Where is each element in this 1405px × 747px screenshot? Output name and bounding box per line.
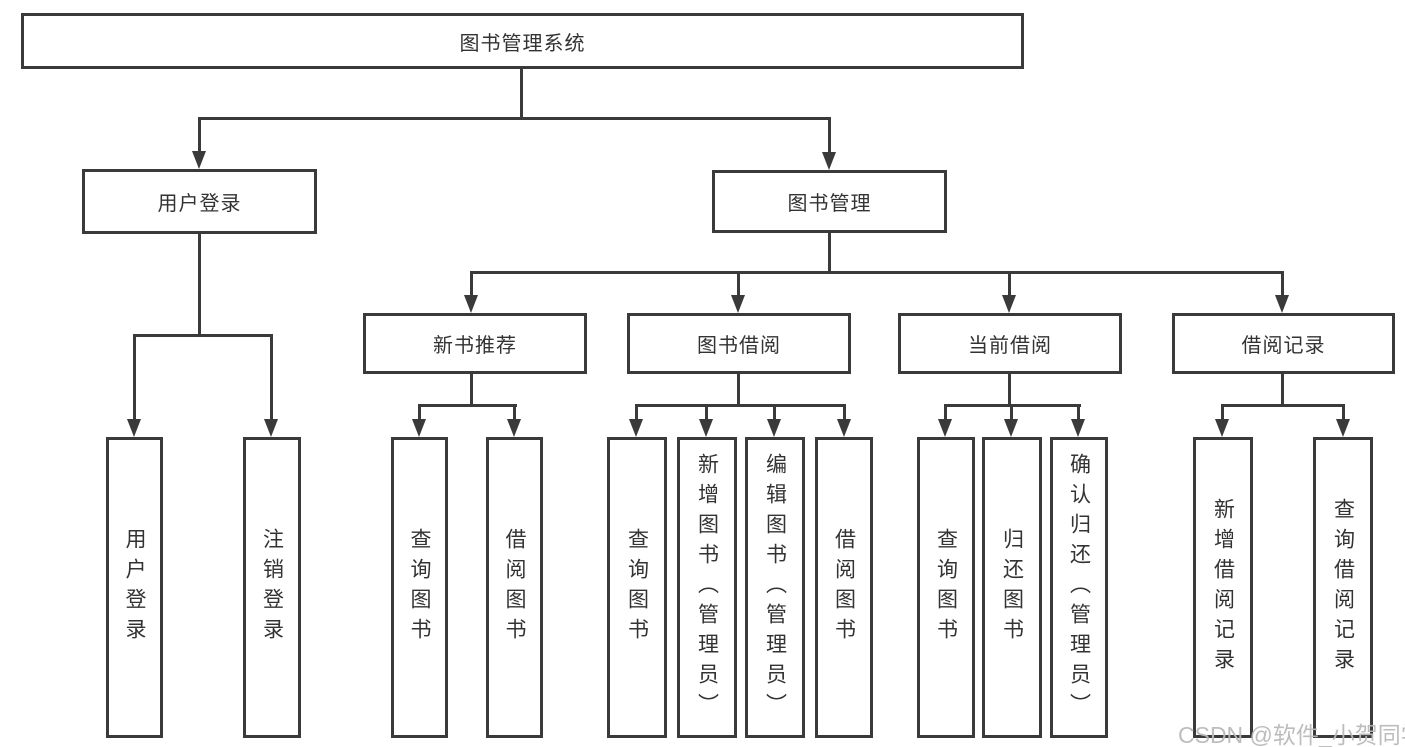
node-label: 注销登录 — [260, 527, 284, 648]
leaf-edit-books-admin: 编辑图书（管理员） — [745, 437, 805, 738]
arrow-down-icon — [1071, 419, 1085, 437]
arrow-down-icon — [1215, 419, 1229, 437]
connector-line — [773, 404, 776, 419]
arrow-down-icon — [629, 419, 643, 437]
connector-line — [198, 117, 831, 120]
connector-line — [635, 404, 846, 407]
connector-line — [1281, 374, 1284, 407]
node-new-book-recommendation: 新书推荐 — [363, 313, 587, 374]
arrow-down-icon — [822, 152, 836, 170]
leaf-add-books-admin: 新增图书（管理员） — [677, 437, 737, 738]
leaf-borrow-books-recommend: 借阅图书 — [486, 437, 543, 738]
connector-line — [1008, 271, 1011, 295]
connector-line — [470, 271, 473, 295]
node-current-borrowing: 当前借阅 — [898, 313, 1122, 374]
connector-line — [737, 374, 740, 407]
node-label: 借阅图书 — [832, 527, 856, 648]
connector-line — [1008, 374, 1011, 407]
leaf-logout: 注销登录 — [243, 437, 301, 738]
node-label: 查询借阅记录 — [1331, 497, 1355, 678]
node-label: 查询图书 — [934, 527, 958, 648]
node-label: 用户登录 — [123, 527, 146, 648]
connector-line — [198, 234, 201, 335]
connector-line — [843, 404, 846, 419]
node-label: 用户登录 — [157, 193, 242, 215]
node-label: 新书推荐 — [433, 335, 517, 357]
connector-line — [705, 404, 708, 419]
node-label: 借阅记录 — [1241, 335, 1326, 357]
connector-line — [828, 117, 831, 152]
node-label: 编辑图书（管理员） — [763, 452, 787, 723]
leaf-query-books-current: 查询图书 — [917, 437, 975, 738]
connector-line — [198, 117, 201, 151]
csdn-watermark: CSDN @软件_小贺同学 — [1178, 722, 1405, 747]
leaf-add-borrow-record: 新增借阅记录 — [1193, 437, 1253, 738]
connector-line — [635, 404, 638, 419]
arrow-down-icon — [1002, 295, 1016, 313]
node-label: 借阅图书 — [503, 527, 526, 648]
connector-line — [133, 334, 273, 337]
arrow-down-icon — [938, 419, 952, 437]
node-label: 图书借阅 — [697, 335, 781, 357]
connector-line — [1281, 271, 1284, 295]
node-label: 图书管理 — [787, 193, 872, 215]
connector-line — [133, 334, 136, 419]
connector-line — [1077, 404, 1080, 419]
node-book-management: 图书管理 — [712, 170, 947, 233]
arrow-down-icon — [1004, 419, 1018, 437]
leaf-query-books-recommend: 查询图书 — [391, 437, 448, 738]
arrow-down-icon — [767, 419, 781, 437]
connector-line — [828, 233, 831, 274]
node-label: 查询图书 — [625, 527, 649, 648]
arrow-down-icon — [731, 295, 745, 313]
leaf-user-login: 用户登录 — [106, 437, 163, 738]
node-label: 新增图书（管理员） — [695, 452, 719, 723]
connector-line — [520, 69, 523, 118]
arrow-down-icon — [192, 151, 206, 169]
connector-line — [418, 404, 421, 419]
arrow-down-icon — [699, 419, 713, 437]
node-label: 当前借阅 — [968, 335, 1052, 357]
leaf-confirm-return-admin: 确认归还（管理员） — [1050, 437, 1108, 738]
node-label: 确认归还（管理员） — [1067, 452, 1091, 723]
leaf-borrow-books: 借阅图书 — [815, 437, 873, 738]
connector-line — [270, 334, 273, 419]
node-borrowing-records: 借阅记录 — [1172, 313, 1395, 374]
arrow-down-icon — [837, 419, 851, 437]
connector-line — [470, 374, 473, 407]
node-label: 新增借阅记录 — [1211, 497, 1235, 678]
leaf-query-books-borrowing: 查询图书 — [607, 437, 667, 738]
node-book-borrowing: 图书借阅 — [627, 313, 851, 374]
connector-line — [1342, 404, 1345, 419]
connector-line — [1221, 404, 1345, 407]
arrow-down-icon — [1275, 295, 1289, 313]
connector-line — [470, 271, 1284, 274]
leaf-query-borrow-record: 查询借阅记录 — [1313, 437, 1373, 738]
connector-line — [737, 271, 740, 295]
node-label: 图书管理系统 — [459, 32, 586, 55]
arrow-down-icon — [507, 419, 521, 437]
connector-line — [1221, 404, 1224, 419]
arrow-down-icon — [464, 295, 478, 313]
node-library-management-system: 图书管理系统 — [21, 13, 1024, 69]
node-label: 归还图书 — [1000, 527, 1024, 648]
connector-line — [944, 404, 947, 419]
node-label: 查询图书 — [408, 527, 431, 648]
arrow-down-icon — [1336, 419, 1350, 437]
node-user-login: 用户登录 — [82, 169, 317, 234]
arrow-down-icon — [412, 419, 426, 437]
connector-line — [418, 404, 517, 407]
leaf-return-books: 归还图书 — [982, 437, 1042, 738]
connector-line — [1010, 404, 1013, 419]
arrow-down-icon — [127, 419, 141, 437]
arrow-down-icon — [264, 419, 278, 437]
connector-line — [513, 404, 516, 419]
